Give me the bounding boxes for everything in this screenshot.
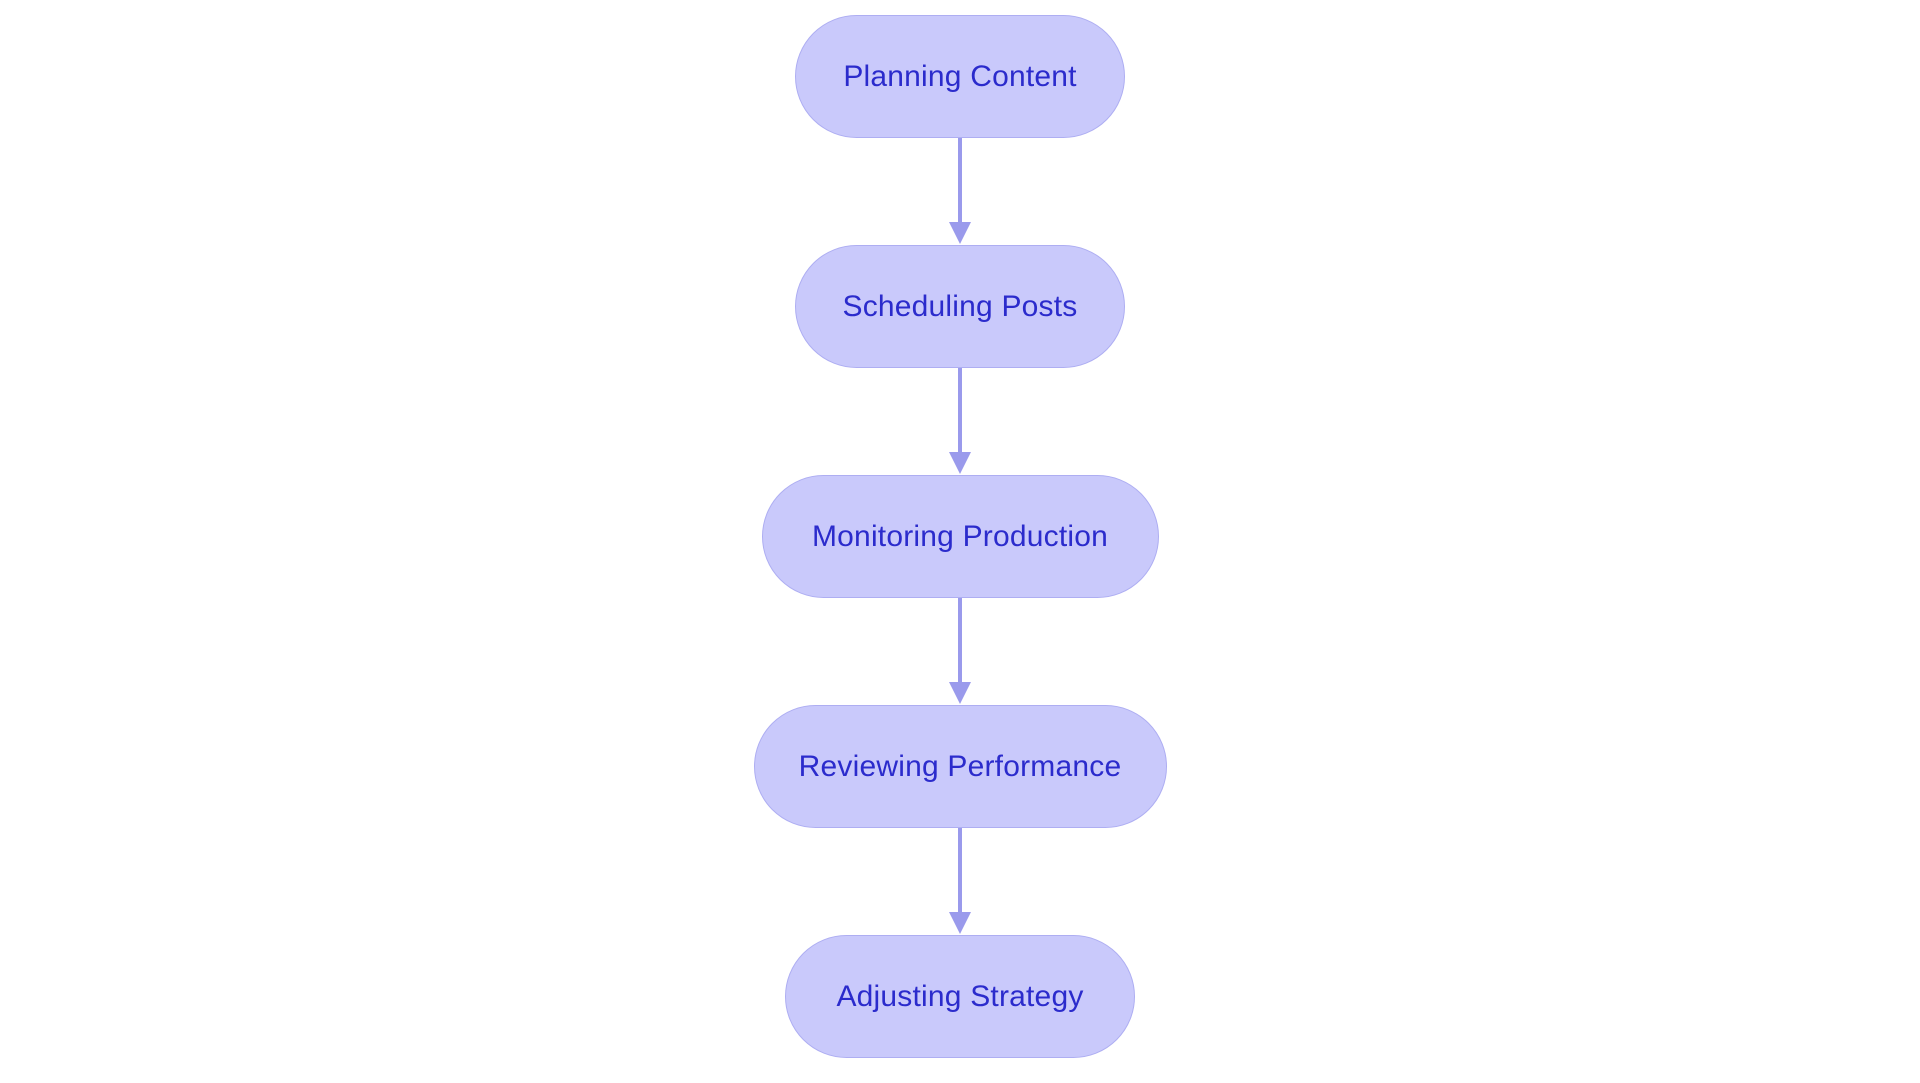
flow-node-adjusting-strategy[interactable]: Adjusting Strategy	[785, 935, 1135, 1058]
flow-connector-arrow-4	[949, 828, 971, 934]
flow-node-label: Reviewing Performance	[798, 749, 1122, 783]
flow-node-reviewing-performance[interactable]: Reviewing Performance	[753, 705, 1167, 828]
flow-node-label: Scheduling Posts	[842, 289, 1078, 323]
flow-connector-arrow-1	[949, 138, 971, 244]
flow-connector-arrow-3	[949, 598, 971, 704]
flow-node-monitoring-production[interactable]: Monitoring Production	[761, 475, 1159, 598]
flow-node-label: Adjusting Strategy	[836, 979, 1084, 1013]
flow-connector-arrow-2	[949, 368, 971, 474]
flow-node-label: Planning Content	[843, 59, 1077, 93]
flow-node-planning-content[interactable]: Planning Content	[795, 15, 1125, 138]
flow-node-label: Monitoring Production	[811, 519, 1109, 553]
flow-node-scheduling-posts[interactable]: Scheduling Posts	[795, 245, 1125, 368]
